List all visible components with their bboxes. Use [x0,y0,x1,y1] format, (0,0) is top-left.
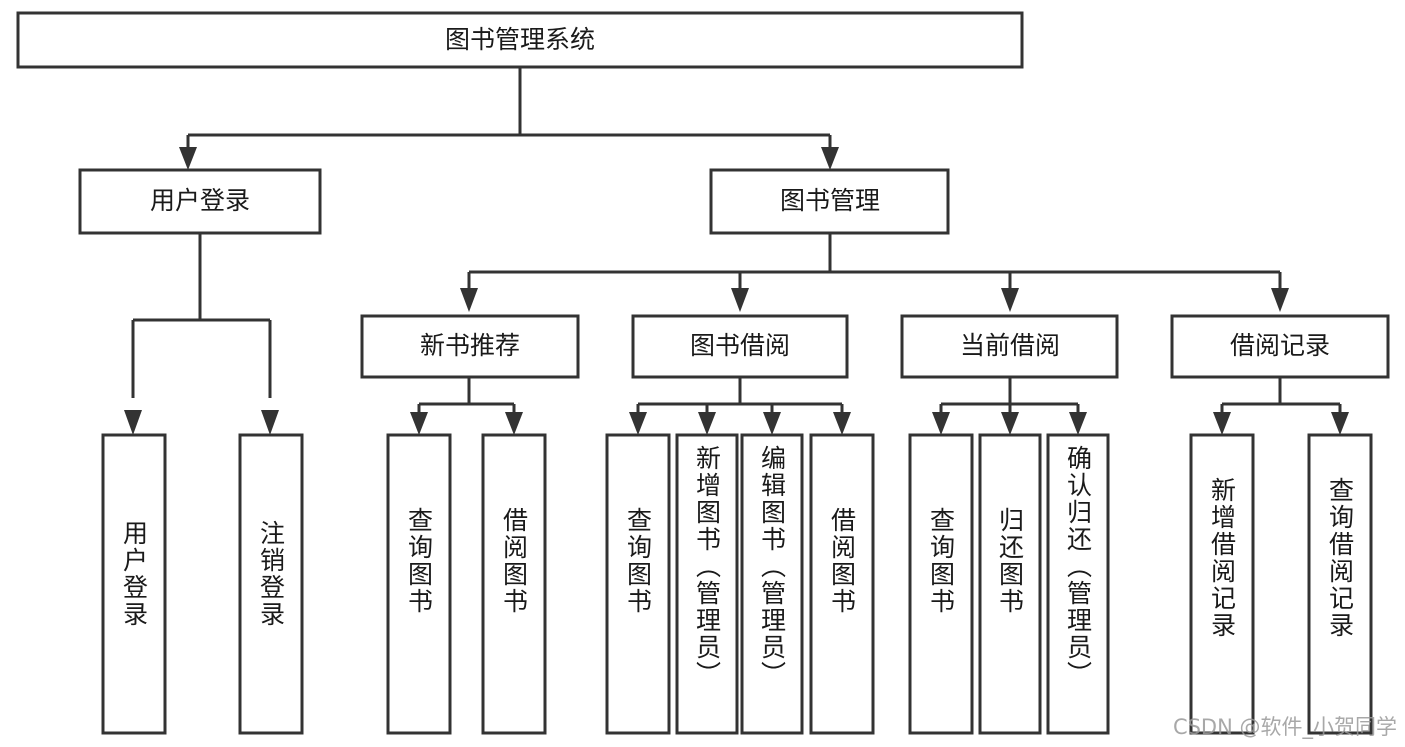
leaf-box-add-borrow-record[interactable] [1189,433,1255,735]
connector-newbook-to-leaves [410,377,523,435]
leaf-box-borrow-book-recommend[interactable] [481,433,547,735]
leaf-box-logout[interactable] [238,433,304,735]
leaf-box-borrow-book[interactable] [809,433,875,735]
node-root-system-label: 图书管理系统 [445,25,595,54]
node-new-book-recommend[interactable] [360,314,580,379]
leaf-box-confirm-return-admin[interactable] [1046,433,1110,735]
node-new-book-recommend-label: 新书推荐 [420,331,520,360]
node-user-login-label: 用户登录 [150,186,250,215]
node-borrow-record[interactable] [1170,314,1390,379]
leaf-box-query-book-borrow[interactable] [605,433,671,735]
node-current-borrow[interactable] [900,314,1119,379]
node-book-management[interactable] [709,168,950,235]
connector-bookborrow-to-leaves [629,377,851,435]
csdn-watermark: CSDN @软件_小贺同学 [1172,715,1397,739]
leaf-box-query-book-current[interactable] [908,433,974,735]
leaf-box-user-login[interactable] [101,433,167,735]
leaf-box-edit-book-admin[interactable] [740,433,804,735]
node-book-management-label: 图书管理 [780,186,880,215]
node-book-borrow[interactable] [631,314,849,379]
connector-root-to-level2 [179,67,839,170]
node-book-borrow-label: 图书借阅 [690,331,790,360]
node-user-login[interactable] [78,168,322,235]
leaf-box-query-borrow-record[interactable] [1307,433,1373,735]
node-root-system[interactable] [16,11,1024,69]
node-borrow-record-label: 借阅记录 [1230,331,1330,360]
connector-booksys-to-level3 [460,233,1289,312]
connector-currentborrow-to-leaves [932,377,1087,435]
leaf-box-add-book-admin[interactable] [675,433,739,735]
connector-borrowrecord-to-leaves [1213,377,1349,435]
connector-userlogin-to-leaves [124,233,279,435]
leaf-box-return-book[interactable] [978,433,1042,735]
node-current-borrow-label: 当前借阅 [960,331,1060,360]
leaf-box-query-book-recommend[interactable] [386,433,452,735]
